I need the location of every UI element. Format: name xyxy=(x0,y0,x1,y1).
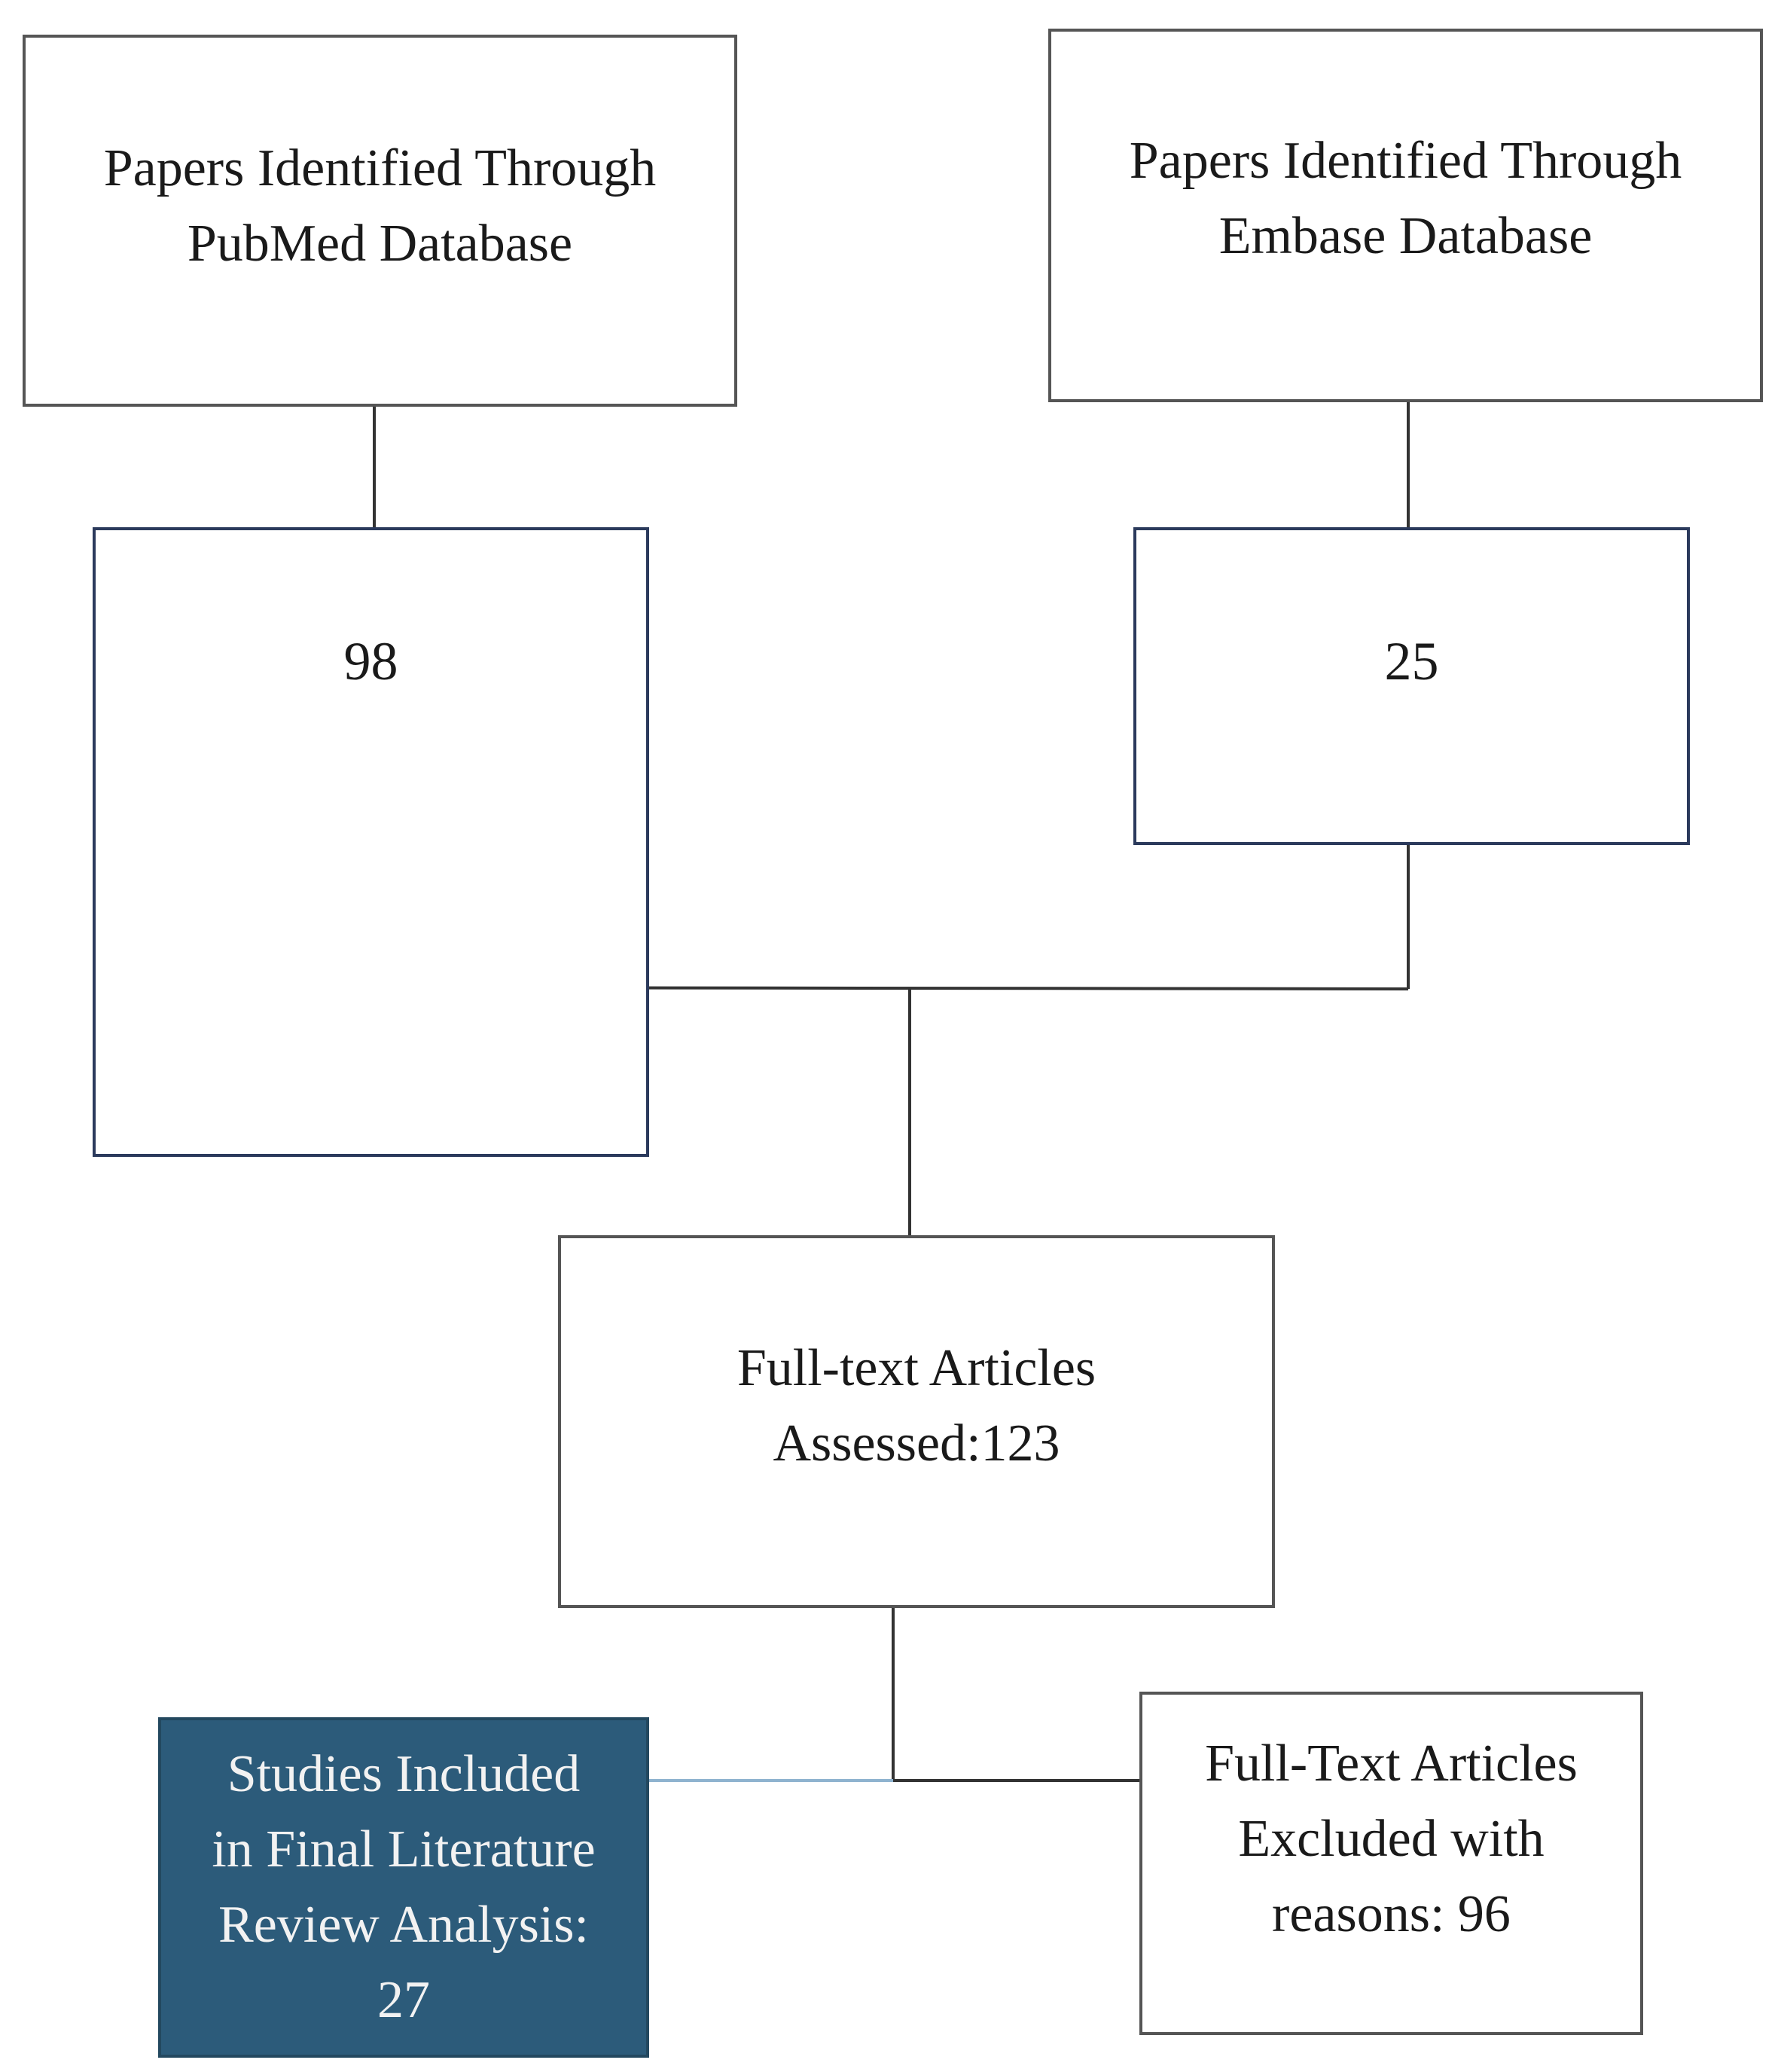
pubmed-source-box: Papers Identified Through PubMed Databas… xyxy=(23,35,737,407)
pubmed-source-line1: Papers Identified Through xyxy=(103,139,657,197)
pubmed-source-line2: PubMed Database xyxy=(187,215,573,273)
pubmed-count-box xyxy=(93,527,649,1157)
embase-source-line1: Papers Identified Through xyxy=(1129,132,1682,190)
included-line1: Studies Included xyxy=(227,1745,581,1803)
embase-source-box: Papers Identified Through Embase Databas… xyxy=(1048,29,1763,402)
excluded-line2: Excluded with xyxy=(1238,1810,1545,1868)
assessed-line1: Full-text Articles xyxy=(736,1339,1096,1397)
assessed-line2: Assessed:123 xyxy=(773,1414,1060,1472)
excluded-box: Full-Text Articles Excluded with reasons… xyxy=(1139,1692,1643,2035)
included-line4: 27 xyxy=(377,1971,430,2029)
included-studies-box: Studies Included in Final Literature Rev… xyxy=(158,1717,649,2058)
included-line2: in Final Literature xyxy=(212,1820,596,1878)
embase-source-line2: Embase Database xyxy=(1218,207,1593,265)
assessed-box: Full-text Articles Assessed:123 xyxy=(558,1235,1275,1608)
excluded-line3: reasons: 96 xyxy=(1272,1885,1511,1943)
pubmed-count-value: 98 xyxy=(343,631,398,691)
excluded-line1: Full-Text Articles xyxy=(1205,1735,1578,1793)
embase-count-box xyxy=(1133,527,1690,845)
embase-count-value: 25 xyxy=(1384,631,1439,691)
included-line3: Review Analysis: xyxy=(218,1896,589,1954)
